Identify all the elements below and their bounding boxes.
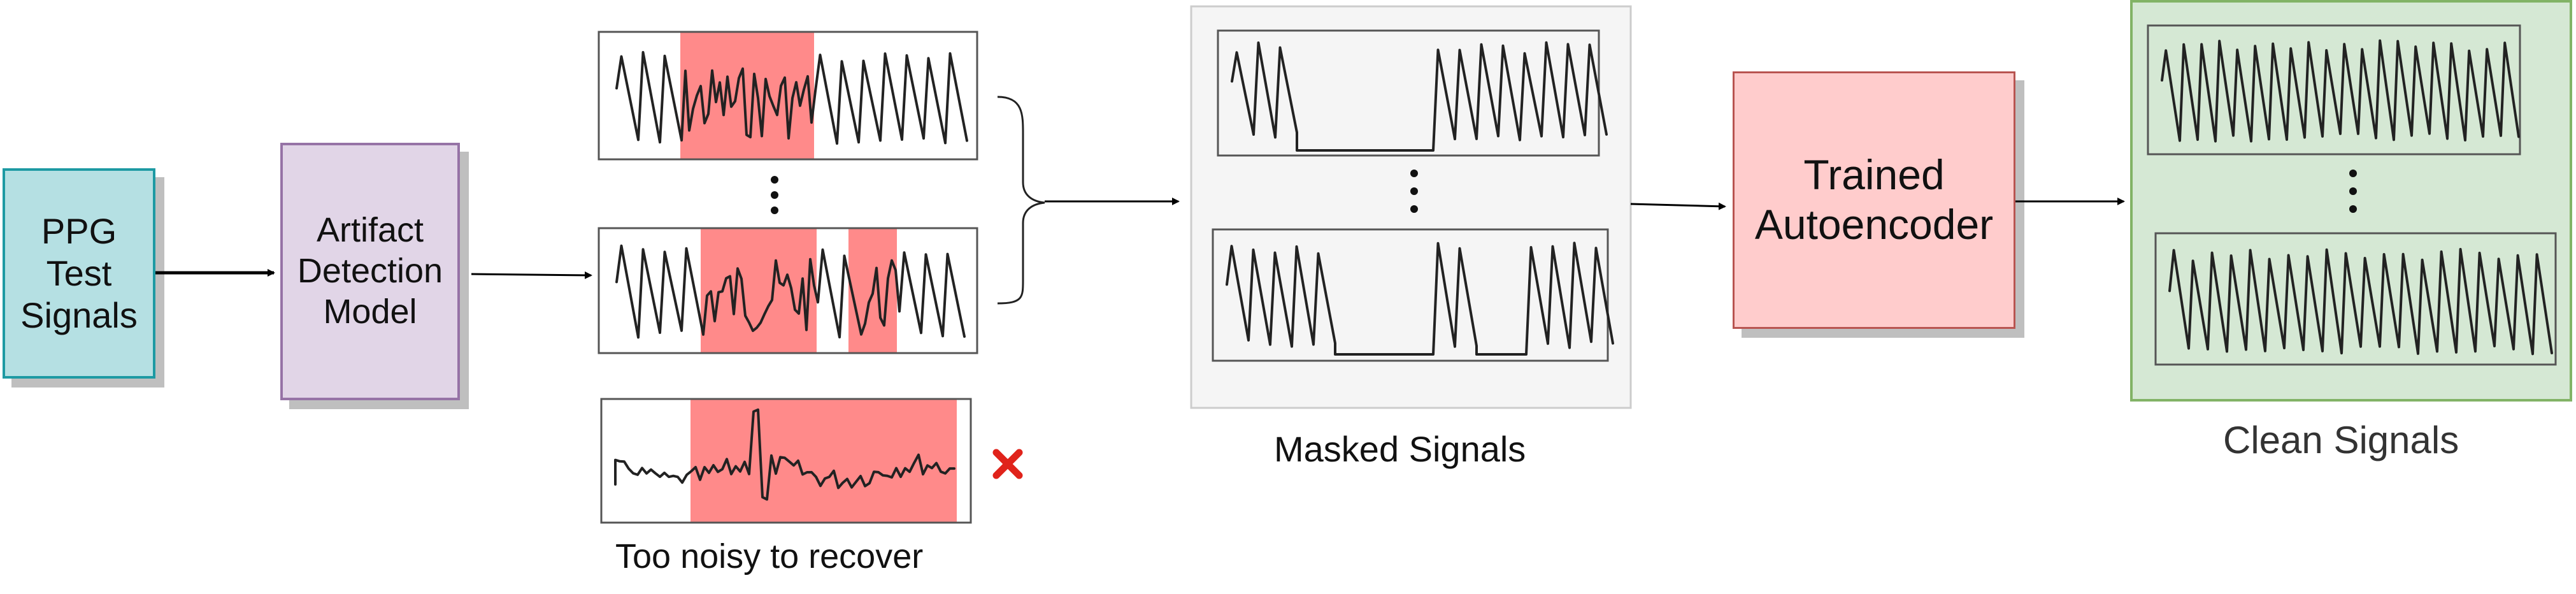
too-noisy-caption: Too noisy to recover <box>615 537 924 576</box>
artifact-region <box>701 228 817 353</box>
ppg-test-signals-node: PPG Test Signals <box>3 168 155 379</box>
vertical-ellipsis-icon <box>1410 170 1418 213</box>
ppg-node-label: PPG Test Signals <box>20 210 138 336</box>
signal-frame-top <box>597 31 978 161</box>
signal-frame-noisy <box>600 398 972 524</box>
detector-node-label: Artifact Detection Model <box>297 211 443 331</box>
artifact-region <box>848 228 897 353</box>
ppg-waveform <box>1231 41 1608 152</box>
cross-icon <box>992 449 1023 479</box>
vertical-ellipsis-icon <box>2349 170 2357 213</box>
clean-signals-panel <box>2130 0 2572 402</box>
ppg-waveform <box>2161 39 2520 143</box>
ppg-waveform <box>615 51 968 145</box>
clean-signal-frame-top <box>2147 24 2521 156</box>
masked-signals-panel <box>1190 5 1632 409</box>
arrow-masked-to-autoencoder <box>1630 202 1726 210</box>
curly-brace <box>997 96 1045 305</box>
ppg-waveform <box>2168 248 2553 356</box>
clean-signals-caption: Clean Signals <box>2223 419 2459 461</box>
vertical-ellipsis-icon <box>771 176 778 214</box>
noisy-waveform <box>614 408 955 501</box>
clean-signal-frame-bottom <box>2154 232 2557 366</box>
ppg-waveform <box>1226 242 1614 356</box>
artifact-detection-model-node: Artifact Detection Model <box>280 143 460 400</box>
ppg-waveform <box>615 244 966 339</box>
artifact-region <box>680 32 814 159</box>
masked-signal-frame-top <box>1217 29 1600 157</box>
arrow-detector-to-signals <box>471 271 592 279</box>
masked-signals-caption: Masked Signals <box>1274 429 1526 469</box>
masked-signal-frame-bottom <box>1212 228 1609 362</box>
autoencoder-node-label: Trained Autoencoder <box>1754 151 1994 248</box>
trained-autoencoder-node: Trained Autoencoder <box>1733 71 2015 329</box>
signal-frame-middle <box>597 227 978 354</box>
artifact-region <box>691 399 957 523</box>
